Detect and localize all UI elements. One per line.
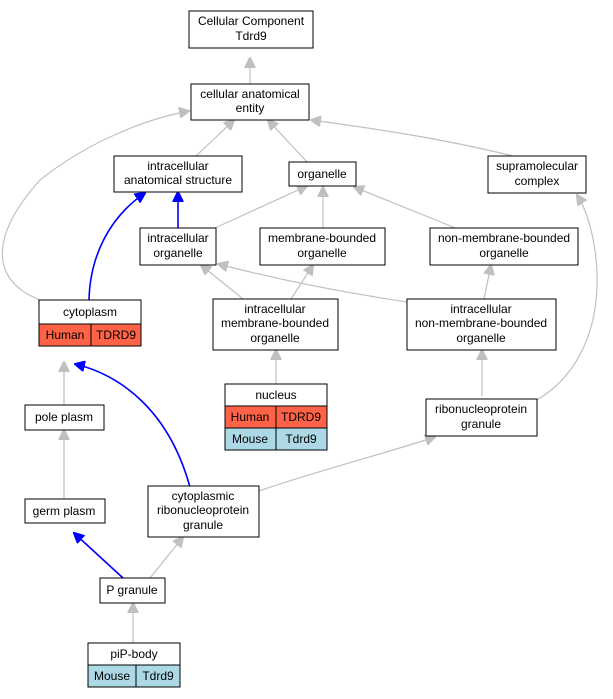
node-pip-body[interactable]: piP-body Mouse Tdrd9 (87, 642, 181, 688)
node-label-line: organelle (250, 331, 300, 345)
node-label-line: complex (515, 174, 560, 188)
node-label-line: intracellular (244, 302, 305, 316)
edge-cytoplasm-to-ias (88, 193, 145, 301)
node-label-line: membrane-bounded (221, 316, 329, 330)
node-germ-plasm[interactable]: germ plasm (24, 498, 106, 524)
node-label-line: piP-body (110, 647, 157, 661)
node-label-line: organelle (479, 246, 529, 260)
gene-label-tdrd9: TDRD9 (281, 410, 321, 424)
node-label-line: entity (236, 101, 265, 115)
node-label-line: pole plasm (35, 410, 93, 424)
node-label-line: Cellular Component (198, 14, 305, 28)
graph-nodes: Cellular Component Tdrd9 cellular anatom… (24, 10, 587, 688)
edge-rnpg-to-supra (536, 195, 598, 401)
node-label-line: organelle (297, 246, 347, 260)
node-p-granule[interactable]: P granule (99, 577, 166, 604)
node-label-line: nucleus (255, 388, 296, 402)
node-label-line: organelle (297, 167, 347, 181)
node-label-line: organelle (153, 246, 203, 260)
node-label-line: intracellular (450, 302, 511, 316)
node-label-line: granule (183, 518, 223, 532)
node-label-line: ribonucleoprotein (157, 503, 249, 517)
node-membrane-bounded-organelle[interactable]: membrane-bounded organelle (259, 227, 386, 266)
edge-inmbo-to-nmbo (483, 265, 491, 300)
edge-io-to-organelle (214, 186, 307, 229)
edge-crnpg-to-rnpg (258, 437, 435, 492)
node-label-line: cytoplasm (63, 305, 117, 319)
node-non-membrane-bounded-organelle[interactable]: non-membrane-bounded organelle (429, 227, 579, 266)
node-cytoplasm[interactable]: cytoplasm Human TDRD9 (38, 299, 142, 347)
gene-label-tdrd9: Tdrd9 (142, 669, 174, 683)
node-label-line: organelle (456, 331, 506, 345)
edge-p-granule-to-germ-plasm (74, 533, 124, 579)
node-cytoplasmic-ribonucleoprotein-granule[interactable]: cytoplasmic ribonucleoprotein granule (147, 485, 260, 538)
edge-inmbo-to-io (218, 264, 408, 303)
gene-label-tdrd9: Tdrd9 (285, 432, 317, 446)
gene-label-tdrd9: TDRD9 (96, 328, 136, 342)
node-label-line: intracellular (147, 159, 208, 173)
node-intracellular-non-membrane-bounded-organelle[interactable]: intracellular non-membrane-bounded organ… (406, 298, 557, 351)
node-label-line: anatomical structure (124, 173, 232, 187)
node-label-line: Tdrd9 (235, 29, 267, 43)
edge-supra-to-cae (311, 120, 514, 157)
node-supramolecular-complex[interactable]: supramolecular complex (487, 155, 587, 194)
node-ribonucleoprotein-granule[interactable]: ribonucleoprotein granule (425, 398, 538, 437)
edge-ias-to-cae (194, 120, 234, 158)
node-label-line: germ plasm (33, 504, 96, 518)
node-label-line: cytoplasmic (172, 489, 235, 503)
edge-imbo-to-io (201, 265, 244, 300)
node-label-line: non-membrane-bounded (438, 231, 570, 245)
node-intracellular-membrane-bounded-organelle[interactable]: intracellular membrane-bounded organelle (212, 298, 339, 351)
node-cellular-anatomical-entity[interactable]: cellular anatomical entity (190, 83, 310, 121)
edge-cytoplasm-to-cae (1, 111, 189, 301)
node-intracellular-anatomical-structure[interactable]: intracellular anatomical structure (113, 155, 243, 193)
node-cellular-component[interactable]: Cellular Component Tdrd9 (188, 10, 314, 49)
edge-imbo-to-mbo (290, 265, 313, 300)
node-intracellular-organelle[interactable]: intracellular organelle (139, 227, 217, 266)
species-label-human: Human (231, 410, 270, 424)
node-label-line: membrane-bounded (268, 231, 376, 245)
node-label-line: ribonucleoprotein (435, 402, 527, 416)
node-organelle[interactable]: organelle (288, 161, 357, 187)
species-label-human: Human (46, 328, 85, 342)
node-label-line: P granule (106, 583, 157, 597)
node-nucleus[interactable]: nucleus Human TDRD9 Mouse Tdrd9 (224, 383, 328, 451)
edge-organelle-to-cae (268, 120, 308, 163)
edge-p-granule-to-crnpg (149, 537, 183, 579)
node-label-line: intracellular (147, 231, 208, 245)
species-label-mouse: Mouse (94, 669, 130, 683)
node-pole-plasm[interactable]: pole plasm (24, 404, 105, 431)
node-label-line: granule (461, 417, 501, 431)
graph-edges (1, 58, 598, 643)
node-label-line: cellular anatomical (200, 87, 299, 101)
node-label-line: non-membrane-bounded (415, 316, 547, 330)
node-label-line: supramolecular (496, 159, 578, 173)
edge-crnpg-to-cytoplasm (75, 364, 192, 492)
edge-nmbo-to-organelle (354, 187, 459, 230)
species-label-mouse: Mouse (232, 432, 268, 446)
